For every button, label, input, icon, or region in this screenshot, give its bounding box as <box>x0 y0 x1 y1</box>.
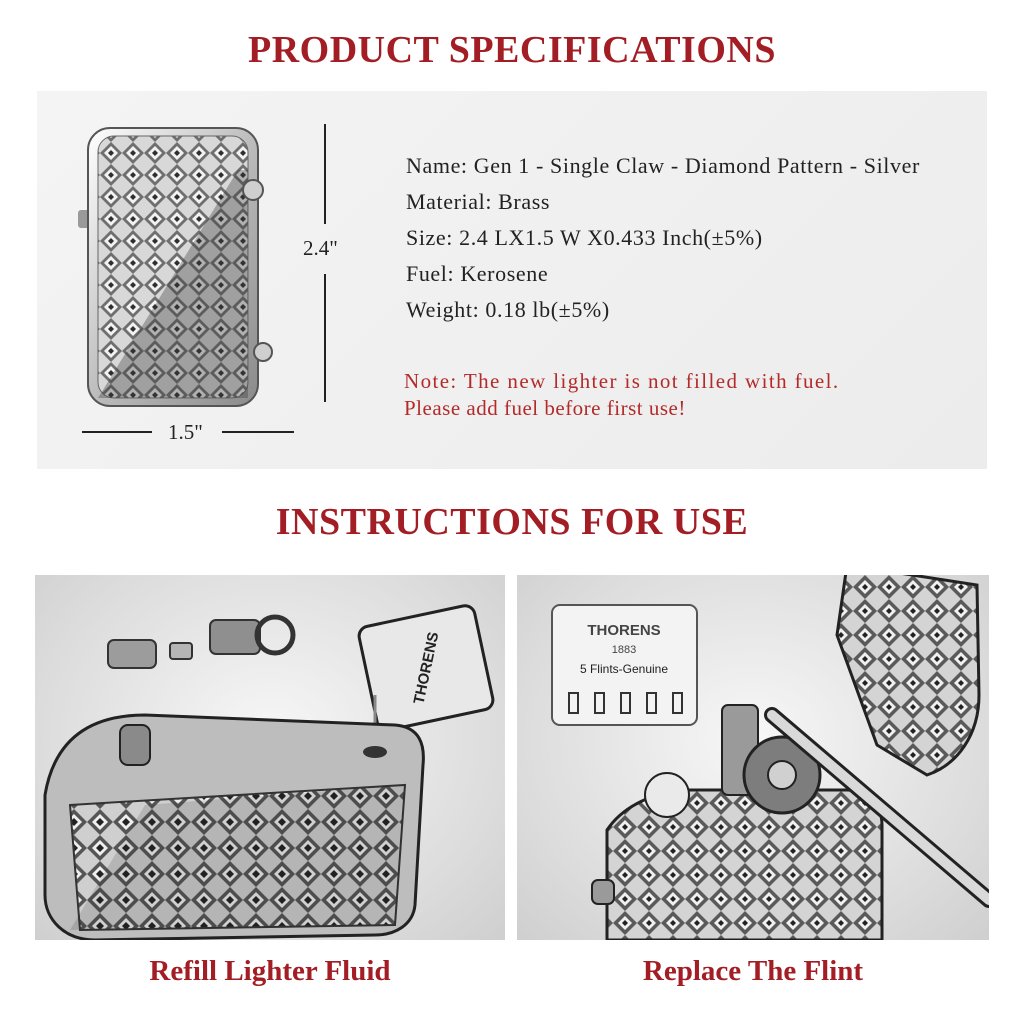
refill-panel: THORENS <box>35 575 505 940</box>
spec-material: Material: Brass <box>406 189 551 214</box>
flint-parts-icon <box>107 614 296 669</box>
note-line-2: Please add fuel before first use! <box>404 396 686 420</box>
spec-name: Name: Gen 1 - Single Claw - Diamond Patt… <box>406 153 920 178</box>
spec-weight: Weight: 0.18 lb(±5%) <box>406 297 610 322</box>
pack-brand-text: THORENS <box>587 622 660 639</box>
instructions-section-title: INSTRUCTIONS FOR USE <box>275 501 749 543</box>
width-label: 1.5" <box>168 420 203 444</box>
hinge-ring-icon <box>253 342 273 362</box>
spec-section-title: PRODUCT SPECIFICATIONS <box>248 29 776 71</box>
spec-size: Size: 2.4 LX1.5 W X0.433 Inch(±5%) <box>406 225 763 250</box>
height-dimension-line <box>324 124 326 402</box>
spec-list: Name: Gen 1 - Single Claw - Diamond Patt… <box>406 148 920 328</box>
open-lighter-icon <box>591 575 981 940</box>
note-line-1: Note: The new lighter is not filled with… <box>404 369 840 393</box>
width-dimension-line <box>82 431 294 433</box>
flint-caption: Replace The Flint <box>642 955 864 987</box>
pack-year-text: 1883 <box>612 644 636 656</box>
spec-fuel: Fuel: Kerosene <box>406 261 549 286</box>
lighter-product-image <box>78 127 273 407</box>
tweezers-icon <box>764 707 989 908</box>
flint-illustration: THORENS 1883 5 Flints-Genuine <box>551 575 989 940</box>
fuel-note: Note: The new lighter is not filled with… <box>404 368 904 422</box>
refill-caption: Refill Lighter Fluid <box>149 955 391 987</box>
flint-panel: THORENS 1883 5 Flints-Genuine <box>517 575 989 940</box>
flint-pack-icon: THORENS 1883 5 Flints-Genuine <box>551 604 698 726</box>
claw-icon <box>242 179 264 201</box>
refill-illustration: THORENS <box>43 604 495 940</box>
pack-flints-text: 5 Flints-Genuine <box>580 662 668 676</box>
height-label: 2.4" <box>303 236 338 260</box>
lighter-body-icon <box>43 713 425 940</box>
